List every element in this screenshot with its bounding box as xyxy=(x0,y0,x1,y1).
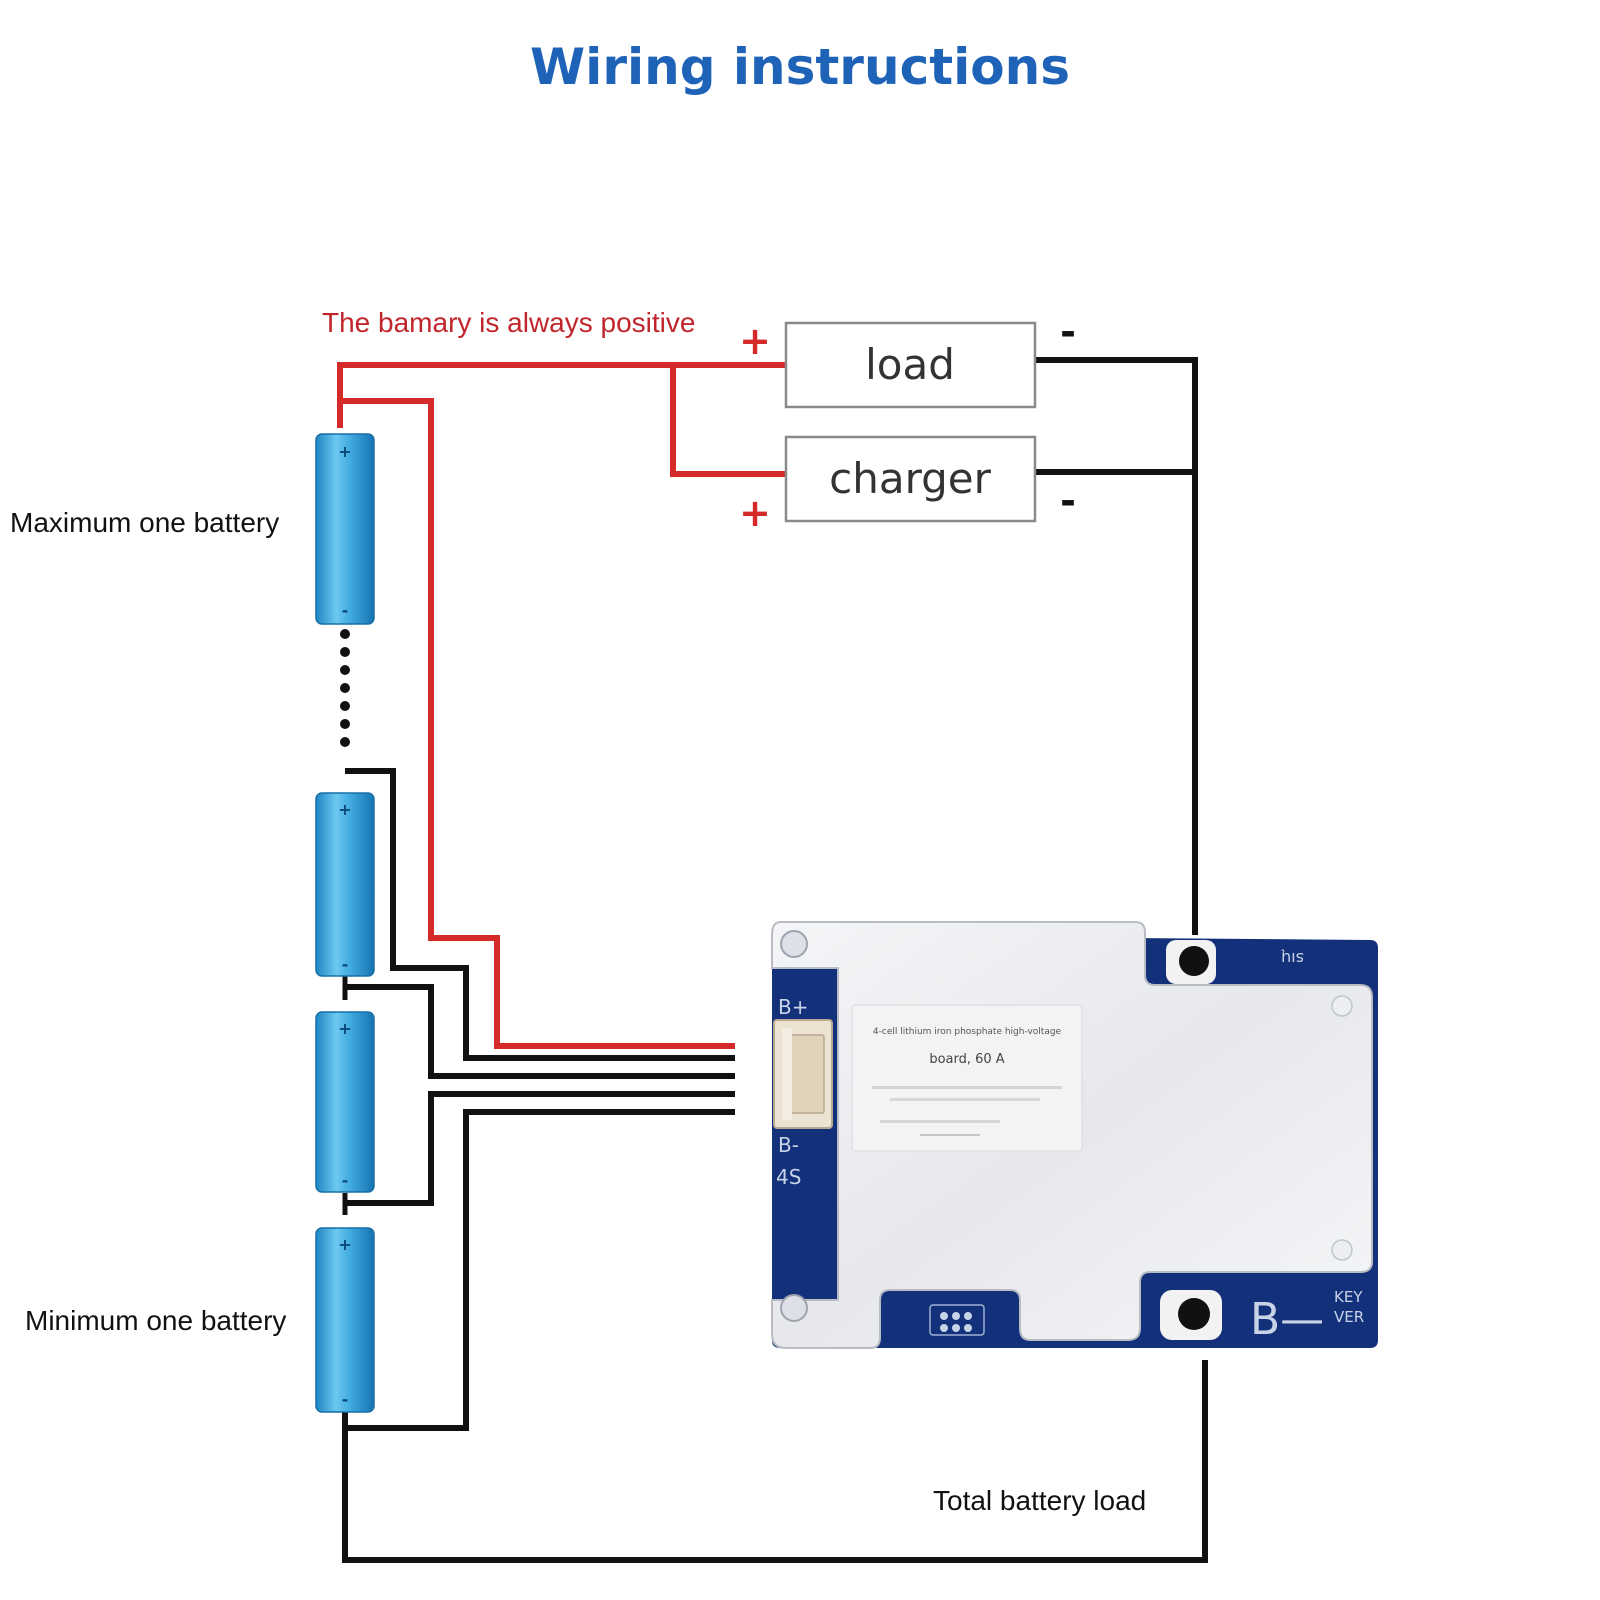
p-minus-terminal: sıų xyxy=(1166,940,1304,984)
battery-cell-3: + - xyxy=(315,1011,375,1193)
positive-wires xyxy=(337,362,786,1049)
screw-icon xyxy=(780,1294,808,1322)
cell-minus-mark: - xyxy=(342,1171,349,1190)
cell-plus-mark: + xyxy=(338,1235,351,1254)
balance-connector xyxy=(773,1019,833,1129)
b-minus-terminal: B— KEY VER xyxy=(1160,1288,1364,1345)
pad-p-label: sıų xyxy=(1281,949,1304,968)
screw-icon xyxy=(780,930,808,958)
screw-icon xyxy=(1331,995,1353,1017)
positive-note: The bamary is always positive xyxy=(322,307,695,338)
positive-charger-wire xyxy=(670,365,786,477)
cell-plus-mark: + xyxy=(338,800,351,819)
page-title: Wiring instructions xyxy=(530,38,1070,96)
load-minus-sign: - xyxy=(1060,310,1076,354)
charger-box: charger xyxy=(784,435,1037,523)
charger-minus-sign: - xyxy=(1060,479,1076,523)
sticker-line1: 4-cell lithium iron phosphate high-volta… xyxy=(873,1027,1062,1037)
sense-wire-3 xyxy=(345,1091,735,1206)
cell-plus-mark: + xyxy=(338,1019,351,1038)
cell-plus-mark: + xyxy=(338,442,351,461)
total-load-wire xyxy=(342,1360,1208,1563)
charger-plus-sign: + xyxy=(739,491,771,535)
sense-wire-2 xyxy=(345,984,735,1079)
negative-wires xyxy=(342,357,1208,1563)
load-plus-sign: + xyxy=(739,319,771,363)
load-box: load xyxy=(784,321,1037,409)
ver-label: VER xyxy=(1334,1308,1364,1326)
max-battery-label: Maximum one battery xyxy=(10,507,279,538)
pad-bminus-label: B- xyxy=(778,1133,799,1157)
cell-minus-mark: - xyxy=(342,955,349,974)
load-negative-wire xyxy=(1035,357,1198,935)
battery-cell-max: + - xyxy=(315,433,375,625)
sense-wire-1 xyxy=(345,768,735,1061)
pad-bplus-label: B+ xyxy=(778,995,808,1019)
board-sticker: 4-cell lithium iron phosphate high-volta… xyxy=(851,1004,1083,1152)
total-load-label: Total battery load xyxy=(933,1485,1146,1516)
bms-board: B+ B- 4S 4-cell lithium iron phosphate h… xyxy=(771,921,1378,1349)
screw-icon xyxy=(1331,1239,1353,1261)
cell-minus-mark: - xyxy=(342,1390,349,1409)
key-label: KEY xyxy=(1334,1288,1363,1306)
sticker-line2: board, 60 A xyxy=(929,1052,1004,1067)
smd-pads xyxy=(929,1304,985,1336)
battery-cell-2: + - xyxy=(315,792,375,977)
battery-cell-min: + - xyxy=(315,1227,375,1413)
load-label: load xyxy=(865,340,955,389)
bminus-large-label: B— xyxy=(1250,1294,1324,1345)
sense-wire-4 xyxy=(345,1109,735,1431)
cell-minus-mark: - xyxy=(342,601,349,620)
positive-main-wire xyxy=(337,362,786,428)
series-label: 4S xyxy=(776,1165,801,1189)
charger-label: charger xyxy=(829,454,991,503)
min-battery-label: Minimum one battery xyxy=(25,1305,286,1336)
battery-ellipsis-dots xyxy=(340,629,350,747)
positive-sense-wire xyxy=(340,398,735,1049)
